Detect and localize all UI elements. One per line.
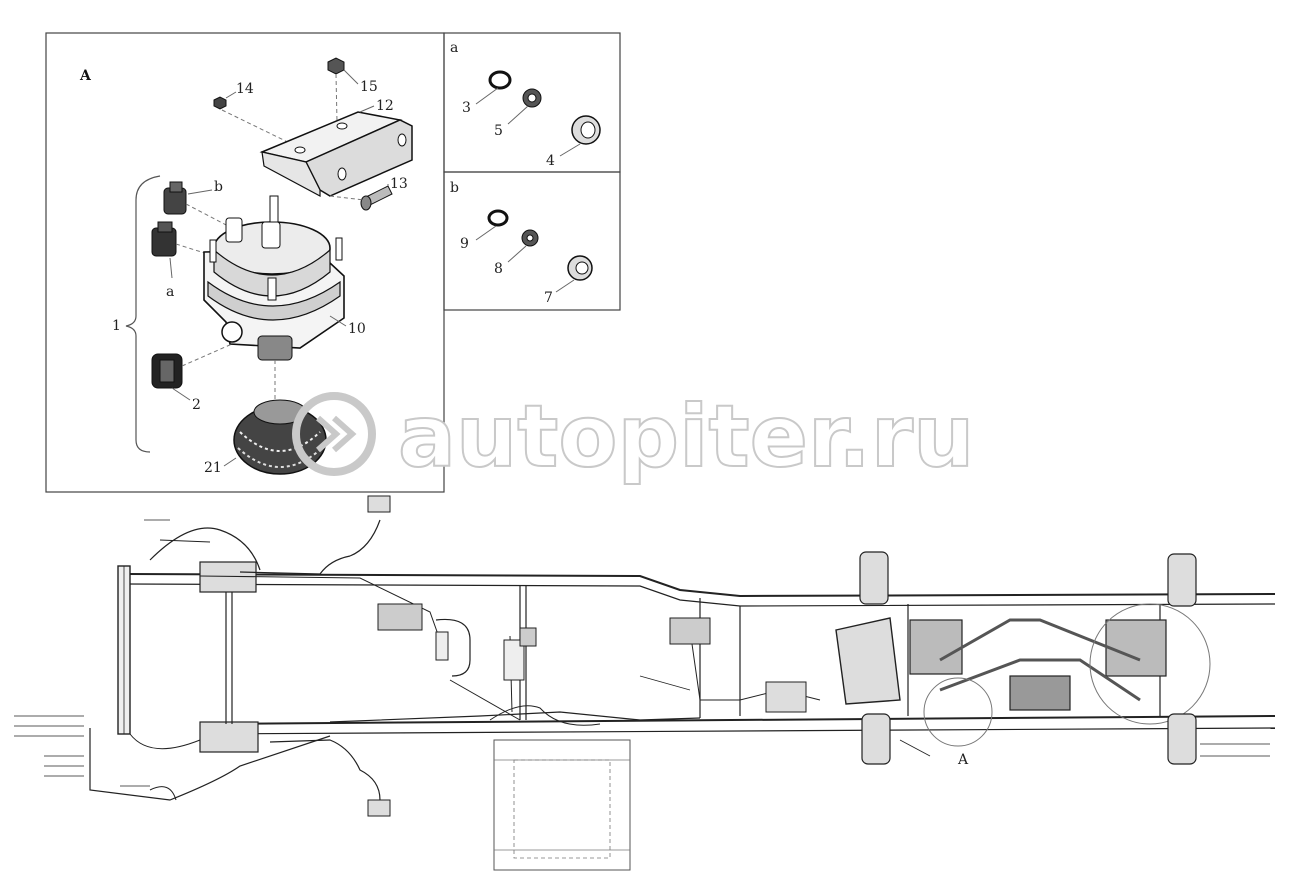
callout-b: b (214, 179, 223, 195)
callout-3: 3 (462, 100, 471, 116)
callout-10: 10 (348, 321, 366, 337)
seal-8-icon (507, 229, 539, 263)
callout-4: 4 (546, 153, 555, 169)
callout-14: 14 (236, 81, 254, 97)
nut-7-icon (555, 255, 593, 293)
detail-panel-a-sub: a 3 5 4 (443, 32, 621, 173)
callout-5: 5 (494, 123, 503, 139)
nut-4-icon (559, 115, 601, 157)
callout-a: a (166, 284, 174, 300)
bracket-12-icon (259, 111, 413, 198)
fitting-b-icon (163, 181, 229, 227)
fitting-a-icon (151, 221, 215, 257)
callout-12: 12 (376, 98, 394, 114)
group-brace-1 (125, 175, 161, 453)
chassis-view-label-a: A (957, 752, 969, 768)
detail-panel-a-main: A (45, 32, 445, 493)
seal-5-icon (507, 88, 542, 125)
chassis-plan-view (14, 495, 1276, 871)
relay-valve-10-icon (203, 195, 345, 361)
detail-panel-b-sub: b 9 8 7 (443, 171, 621, 311)
nut-14-icon (213, 96, 301, 149)
plug-2-icon (151, 343, 233, 389)
watermark-text: autopiter.ru (398, 387, 974, 487)
detail-b-sub-title: b (450, 180, 459, 196)
callout-1: 1 (112, 318, 121, 334)
silencer-21-icon (233, 360, 327, 475)
callout-2: 2 (192, 397, 201, 413)
snap-ring-3-icon (475, 70, 512, 105)
bolt-13-icon (329, 185, 393, 211)
watermark: autopiter.ru (292, 386, 975, 488)
detail-a-title: A (79, 68, 92, 84)
callout-15: 15 (360, 79, 378, 95)
callout-9: 9 (460, 236, 469, 252)
snap-ring-9-icon (475, 209, 509, 241)
callout-21: 21 (204, 460, 222, 476)
detail-a-sub-title: a (450, 40, 458, 56)
callout-13: 13 (390, 176, 408, 192)
callout-7: 7 (544, 290, 553, 306)
callout-labels-a: 14 15 12 13 b a 1 10 2 21 (112, 69, 408, 476)
callout-8: 8 (494, 261, 503, 277)
rear-axle-assembly (835, 551, 1211, 765)
